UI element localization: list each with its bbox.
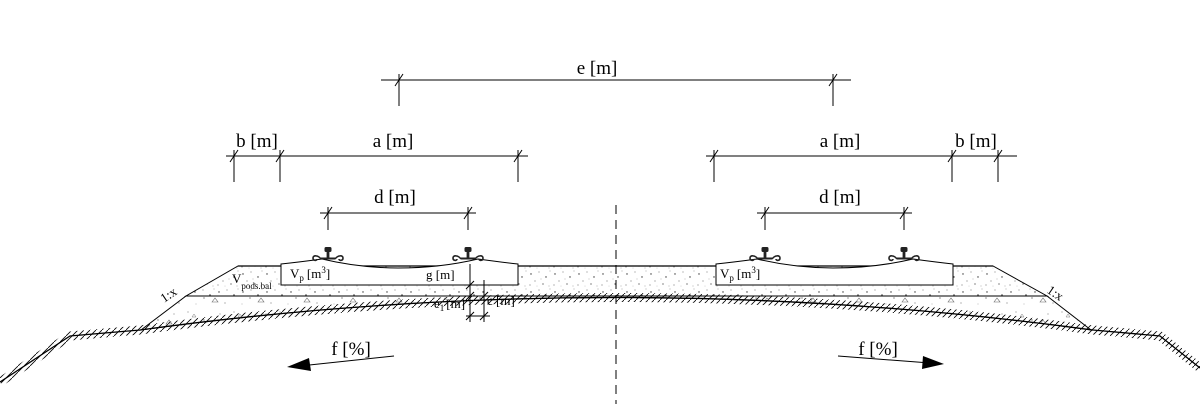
dimension-d-right-label: d [m]	[819, 187, 861, 208]
vpods-label: Vpods.bal	[232, 271, 272, 291]
fall-left-label: f [%]	[331, 339, 371, 360]
vp-left-label: Vp[m3]	[290, 265, 330, 283]
vertical-dimensions	[465, 264, 490, 322]
dimension-d-left: d [m]	[320, 187, 476, 230]
dimension-e-label: e [m]	[577, 58, 618, 79]
fall-right-label: f [%]	[858, 339, 898, 360]
dimension-right-group: a [m] b [m]	[706, 131, 1017, 182]
dimension-b-right-label: b [m]	[955, 131, 997, 152]
c-label: c [m]	[487, 293, 515, 308]
sleeper-right	[715, 258, 954, 286]
rail-icon	[452, 246, 484, 262]
dimension-a-right-label: a [m]	[820, 131, 861, 152]
fall-arrow-right: f [%]	[837, 339, 944, 369]
vp-right-label: Vp[m3]	[720, 265, 760, 283]
dimension-e: e [m]	[381, 58, 851, 106]
dimension-d-right: d [m]	[757, 187, 912, 230]
dimension-d-left-label: d [m]	[374, 187, 416, 208]
dimension-left-group: b [m] a [m]	[226, 131, 528, 182]
dimension-a-left-label: a [m]	[373, 131, 414, 152]
e1-label: e1[m]	[434, 296, 465, 313]
dimension-b-left-label: b [m]	[236, 131, 278, 152]
rail-icon	[312, 246, 344, 262]
g-label: g [m]	[426, 267, 455, 282]
fall-arrow-left: f [%]	[287, 339, 395, 371]
slope-left-label: 1:x	[157, 283, 180, 305]
rail-icon	[749, 246, 781, 262]
rail-icon	[888, 246, 920, 262]
